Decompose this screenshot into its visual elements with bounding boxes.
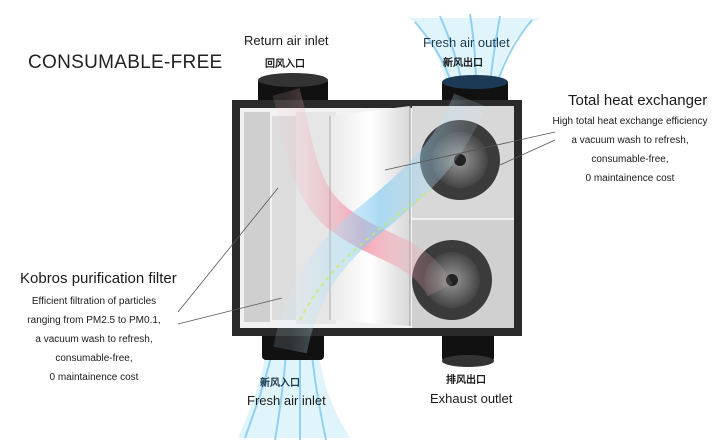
filter-line: consumable-free,: [55, 353, 133, 364]
filter-description: Efficient filtration of particles rangin…: [14, 292, 174, 387]
fresh-air-inlet-cn-label: 新风入口: [260, 378, 300, 389]
heat-exchanger-line: consumable-free,: [591, 154, 669, 165]
heat-exchanger-title: Total heat exchanger: [568, 92, 708, 109]
heat-exchanger-line: 0 maintainence cost: [585, 173, 675, 184]
return-air-flow: [272, 88, 453, 297]
heat-exchanger-description: High total heat exchange efficiency a va…: [550, 112, 710, 188]
exchanger-leader-line: [384, 131, 556, 171]
exhaust-outlet-duct: [442, 332, 494, 362]
filter-leader-line: [177, 187, 279, 313]
headline: CONSUMABLE-FREE: [28, 52, 223, 73]
return-air-inlet-label: Return air inlet: [244, 33, 329, 48]
heat-exchanger-line: High total heat exchange efficiency: [552, 116, 708, 127]
return-air-inlet-cn-label: 回风入口: [265, 59, 305, 70]
filter-line: 0 maintainence cost: [49, 372, 139, 383]
fresh-air-inlet-label: Fresh air inlet: [247, 393, 326, 408]
exhaust-outlet-cn-label: 排风出口: [446, 375, 486, 386]
fresh-air-outlet-cn-label: 新风出口: [443, 58, 483, 69]
heat-exchanger-line: a vacuum wash to refresh,: [571, 135, 689, 146]
fresh-air-outlet-label: Fresh air outlet: [423, 35, 510, 50]
filter-line: Efficient filtration of particles: [31, 296, 157, 307]
fresh-air-flow: [273, 93, 486, 354]
filter-title: Kobros purification filter: [20, 270, 177, 287]
filter-line: a vacuum wash to refresh,: [35, 334, 153, 345]
filter-line: ranging from PM2.5 to PM0.1,: [27, 315, 161, 326]
exhaust-outlet-label: Exhaust outlet: [430, 391, 513, 406]
